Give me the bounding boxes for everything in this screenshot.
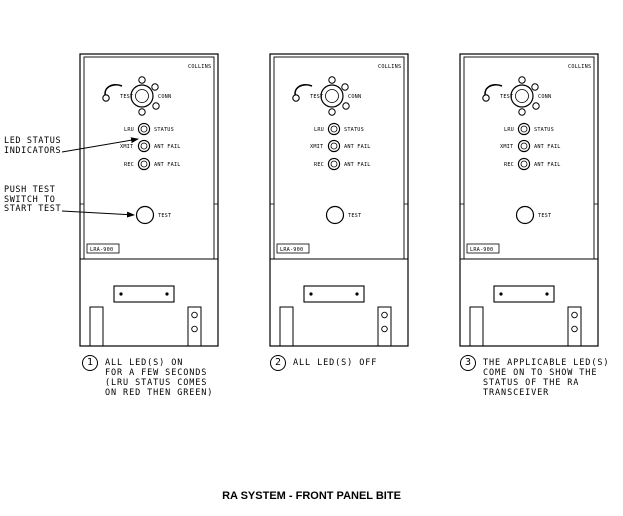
status-label: STATUS	[344, 127, 364, 133]
model-plate-label: LRA-900	[280, 247, 303, 253]
push-test-arrow	[61, 210, 135, 218]
brand-label: COLLINS	[568, 64, 591, 70]
rec-label: REC	[314, 162, 324, 168]
xmit-label: XMIT	[120, 144, 133, 150]
test-switch-label: TEST	[120, 94, 133, 100]
step-2-text: ALL LED(S) OFF	[293, 358, 378, 368]
xmit-ant-fail-label: ANT FAIL	[344, 144, 371, 150]
model-plate-label: LRA-900	[90, 247, 113, 253]
lru-label: LRU	[504, 127, 514, 133]
xmit-label: XMIT	[310, 144, 323, 150]
xmit-ant-fail-label: ANT FAIL	[534, 144, 561, 150]
conn-label: CONN	[348, 94, 361, 100]
rec-label: REC	[504, 162, 514, 168]
lru-label: LRU	[314, 127, 324, 133]
panel-2: COLLINS TEST CONN LRU STATUS XMIT ANT FA…	[269, 53, 409, 347]
step-1-number: 1	[82, 355, 98, 371]
test-button-label: TEST	[158, 213, 171, 219]
figure-title: RA SYSTEM - FRONT PANEL BITE	[222, 490, 401, 502]
push-test-callout: PUSH TEST SWITCH TO START TEST	[4, 185, 62, 214]
rec-label: REC	[124, 162, 134, 168]
step-1-text: ALL LED(S) ON FOR A FEW SECONDS (LRU STA…	[105, 358, 214, 398]
panel-1: COLLINS TEST CONN LRU STATUS XMIT ANT FA…	[79, 53, 219, 347]
rec-ant-fail-label: ANT FAIL	[344, 162, 371, 168]
brand-label: COLLINS	[378, 64, 401, 70]
lru-label: LRU	[124, 127, 134, 133]
brand-label: COLLINS	[188, 64, 211, 70]
conn-label: CONN	[158, 94, 171, 100]
status-label: STATUS	[534, 127, 554, 133]
panel-3: COLLINS TEST CONN LRU STATUS XMIT ANT FA…	[459, 53, 599, 347]
status-label: STATUS	[154, 127, 174, 133]
step-3-number: 3	[460, 355, 476, 371]
led-status-callout: LED STATUS INDICATORS	[4, 136, 62, 156]
xmit-ant-fail-label: ANT FAIL	[154, 144, 181, 150]
test-switch-label: TEST	[500, 94, 513, 100]
step-2-number: 2	[270, 355, 286, 371]
model-plate-label: LRA-900	[470, 247, 493, 253]
xmit-label: XMIT	[500, 144, 513, 150]
step-3-text: THE APPLICABLE LED(S) COME ON TO SHOW TH…	[483, 358, 610, 398]
conn-label: CONN	[538, 94, 551, 100]
rec-ant-fail-label: ANT FAIL	[154, 162, 181, 168]
test-button-label: TEST	[538, 213, 551, 219]
test-button-label: TEST	[348, 213, 361, 219]
rec-ant-fail-label: ANT FAIL	[534, 162, 561, 168]
led-status-arrow	[61, 137, 139, 153]
test-switch-label: TEST	[310, 94, 323, 100]
